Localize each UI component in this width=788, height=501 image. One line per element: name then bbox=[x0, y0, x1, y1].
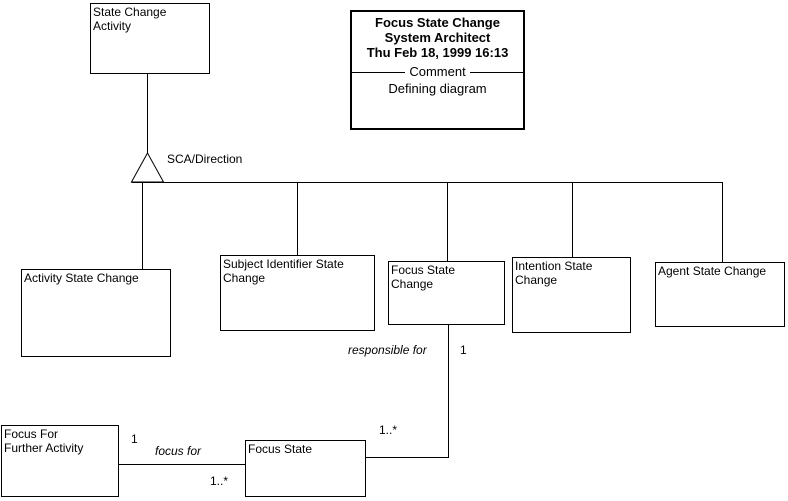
responsible-for-source-multiplicity: 1 bbox=[460, 343, 467, 357]
node-label: Change bbox=[515, 273, 558, 287]
node-label: Activity bbox=[93, 19, 132, 33]
node-label: Change bbox=[223, 271, 266, 285]
responsible-for-label: responsible for bbox=[348, 343, 427, 357]
node-intention-state-change[interactable]: Intention State Change bbox=[512, 257, 631, 333]
node-subject-identifier-state-change[interactable]: Subject Identifier State Change bbox=[220, 255, 375, 331]
focus-for-source-multiplicity: 1 bbox=[131, 432, 138, 446]
node-label: Activity State Change bbox=[24, 271, 139, 285]
diagram-title-block[interactable]: Focus State Change System Architect Thu … bbox=[350, 10, 525, 130]
focus-for-label: focus for bbox=[155, 444, 202, 458]
focus-for-target-multiplicity: 1..* bbox=[210, 474, 229, 488]
node-label: Intention State bbox=[515, 259, 593, 273]
responsible-for-target-multiplicity: 1..* bbox=[379, 423, 398, 437]
node-focus-for-further-activity[interactable]: Focus For Further Activity bbox=[1, 425, 119, 497]
generalization-triangle-icon bbox=[130, 151, 165, 183]
node-label: Focus State bbox=[391, 263, 456, 277]
node-label: Agent State Change bbox=[658, 264, 767, 278]
node-label: Change bbox=[391, 277, 434, 291]
node-label: Focus State bbox=[248, 442, 313, 456]
node-focus-state-change[interactable]: Focus State Change bbox=[388, 261, 505, 325]
node-agent-state-change[interactable]: Agent State Change bbox=[655, 262, 785, 327]
timestamp: Thu Feb 18, 1999 16:13 bbox=[366, 45, 509, 60]
node-label: Subject Identifier State bbox=[223, 257, 344, 271]
separator-rule-left bbox=[352, 71, 406, 73]
node-label: Focus For bbox=[4, 427, 59, 441]
tool-name: System Architect bbox=[384, 30, 491, 45]
comment-separator: Comment bbox=[352, 64, 524, 79]
separator-rule-right bbox=[469, 71, 524, 73]
node-activity-state-change[interactable]: Activity State Change bbox=[21, 269, 171, 357]
node-focus-state[interactable]: Focus State bbox=[245, 440, 366, 497]
comment-label: Comment bbox=[409, 64, 466, 79]
node-label: Further Activity bbox=[4, 441, 84, 455]
diagram-title: Focus State Change bbox=[375, 15, 500, 30]
node-state-change-activity[interactable]: State Change Activity bbox=[90, 3, 210, 74]
node-label: State Change bbox=[93, 5, 167, 19]
generalization-label: SCA/Direction bbox=[167, 152, 243, 166]
comment-text: Defining diagram bbox=[388, 81, 487, 96]
